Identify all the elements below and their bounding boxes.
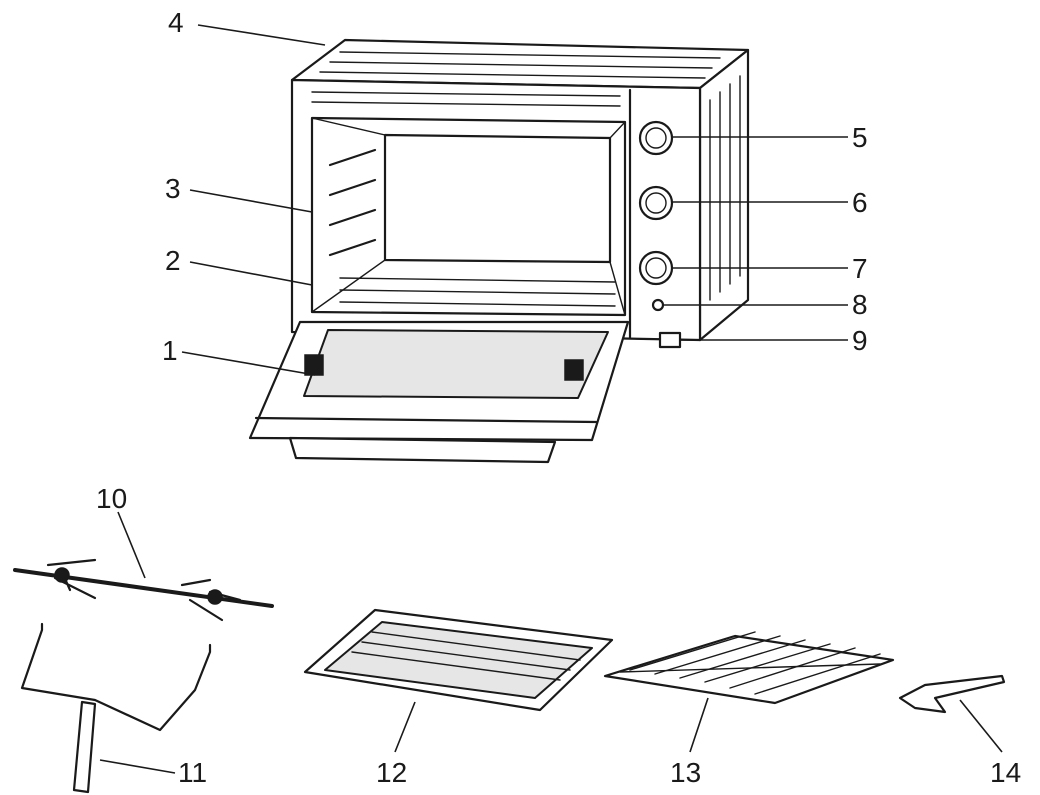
callout-6: 6 [852,187,868,218]
control-knob-middle[interactable] [638,185,674,221]
oven-side-panel [698,48,750,342]
baking-tray [303,608,614,712]
lower-heating-element [339,277,616,307]
callout-13: 13 [670,757,701,788]
door-edge [254,416,598,424]
door-hinge-right [564,359,584,381]
tray-ribs [351,631,581,681]
callout-14: 14 [990,757,1021,788]
tray-handle [898,674,1006,714]
callout-3: 3 [165,173,181,204]
callout-labels: 4 3 2 1 5 6 7 8 9 10 11 12 13 14 [96,7,1021,788]
callout-4: 4 [168,7,184,38]
callout-11: 11 [178,757,207,788]
toaster-oven [248,38,750,464]
door-hinge-left [304,354,324,376]
callout-2: 2 [165,245,181,276]
indicator-light [651,298,665,312]
side-vent-slots [709,75,741,301]
oven-foot [658,331,682,349]
control-knob-bottom[interactable] [638,250,674,286]
spit-fork-hub-right [207,589,223,605]
cavity-edges [311,117,626,316]
callout-9: 9 [852,325,868,356]
callout-7: 7 [852,253,868,284]
spit-fork-hub-left [54,567,70,583]
control-knob-bottom-ring [645,257,667,279]
control-knob-middle-ring [645,192,667,214]
rack-wires [619,631,881,695]
callout-5: 5 [852,122,868,153]
front-vent-slots [311,91,621,107]
leader-lines [99,24,1003,774]
oven-cavity-back-wall [383,133,612,264]
top-vent-slots [319,51,721,79]
door-glass [303,329,609,399]
callout-10: 10 [96,483,127,514]
rotisserie-spit [13,558,274,622]
rotisserie-handle [20,622,212,794]
control-knob-top[interactable] [638,120,674,156]
door-handle[interactable] [288,436,557,464]
rack-guide-rails [328,148,377,257]
callout-12: 12 [376,757,407,788]
callout-8: 8 [852,289,868,320]
wire-rack [603,631,895,705]
control-knob-top-ring [645,127,667,149]
callout-1: 1 [162,335,178,366]
